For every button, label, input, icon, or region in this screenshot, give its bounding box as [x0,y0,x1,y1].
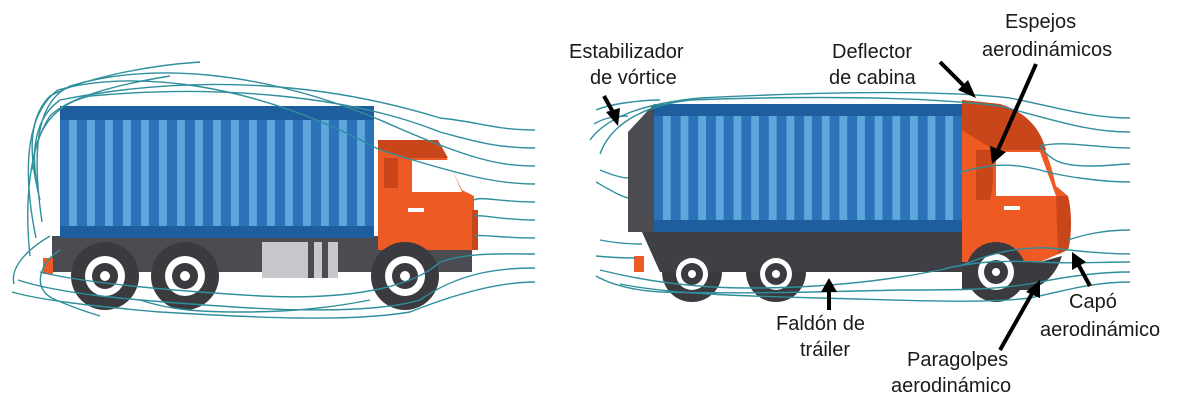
container-rib [804,116,812,220]
container-rib [857,116,865,220]
label-vortex-stabilizer-line1: Estabilizador [569,41,684,63]
aero-truck-rear-light [634,256,644,272]
container-rib [177,120,185,226]
container-rib [680,116,689,220]
label-aero-hood-line1: Capó [1069,291,1117,313]
container-rib [768,116,777,220]
container-rib [357,120,365,226]
aero-mirror [976,150,993,200]
container-rib [662,116,671,220]
vortex-stabilizer [628,104,654,232]
standard-truck-rear-light [43,258,53,274]
aero-truck [628,100,1071,302]
arrow-trailer-skirt [821,278,837,310]
container-rib [892,116,901,220]
aero-truck-window [996,152,1056,196]
cab-deflector [962,100,1046,150]
container-rib [69,120,77,226]
container-rib [303,120,311,226]
labels: Estabilizador de vórtice Deflector de ca… [569,11,1160,397]
container-rib [910,116,918,220]
container-rib [715,116,724,220]
standard-truck-roof-deflector [378,140,448,158]
container-rib [733,116,742,220]
container-rib [839,116,848,220]
container-rib [874,116,883,220]
aero-hood [1056,196,1071,254]
container-rib [786,116,795,220]
label-vortex-stabilizer-line2: de vórtice [590,67,677,89]
container-rib [87,120,95,226]
standard-truck-mirror [384,158,398,188]
container-rib [123,120,131,226]
container-rib [285,120,293,226]
trailer-skirt [642,232,964,272]
arrow-aero-mirrors [990,63,1038,164]
callout-arrows [602,60,1092,351]
container-rib [105,120,113,226]
aero-truck-container-ribs [662,116,954,220]
container-rib [821,116,830,220]
container-rib [927,116,936,220]
label-aero-mirrors-line2: aerodinámicos [982,39,1112,61]
container-rib [141,120,149,226]
label-aero-mirrors-line1: Espejos [1005,11,1076,33]
standard-truck-window [412,160,462,192]
container-rib [339,120,347,226]
container-rib [159,120,167,226]
container-rib [249,120,257,226]
label-aero-hood-line2: aerodinámico [1040,319,1160,341]
container-rib [195,120,203,226]
container-rib [751,116,759,220]
label-aero-bumper-line2: aerodinámico [891,375,1011,397]
label-trailer-skirt-line2: tráiler [800,339,850,361]
standard-truck-container-ribs [69,120,365,226]
container-rib [321,120,329,226]
container-rib [213,120,221,226]
container-rib [231,120,239,226]
standard-truck [43,106,478,310]
arrow-cab-deflector [938,60,976,98]
container-rib [698,116,706,220]
arrow-aero-hood [1072,252,1092,287]
container-rib [267,120,275,226]
label-trailer-skirt-line1: Faldón de [776,313,865,335]
standard-truck-wheels [71,242,439,310]
aero-truck-airflow-lines [589,92,1131,302]
label-aero-bumper-line1: Paragolpes [907,349,1008,371]
standard-truck-airflow-lines [11,61,536,319]
label-cab-deflector-line1: Deflector [832,41,912,63]
arrow-aero-bumper [998,280,1040,351]
container-rib [945,116,954,220]
label-cab-deflector-line2: de cabina [829,67,917,89]
arrow-vortex-stabilizer [602,95,620,126]
